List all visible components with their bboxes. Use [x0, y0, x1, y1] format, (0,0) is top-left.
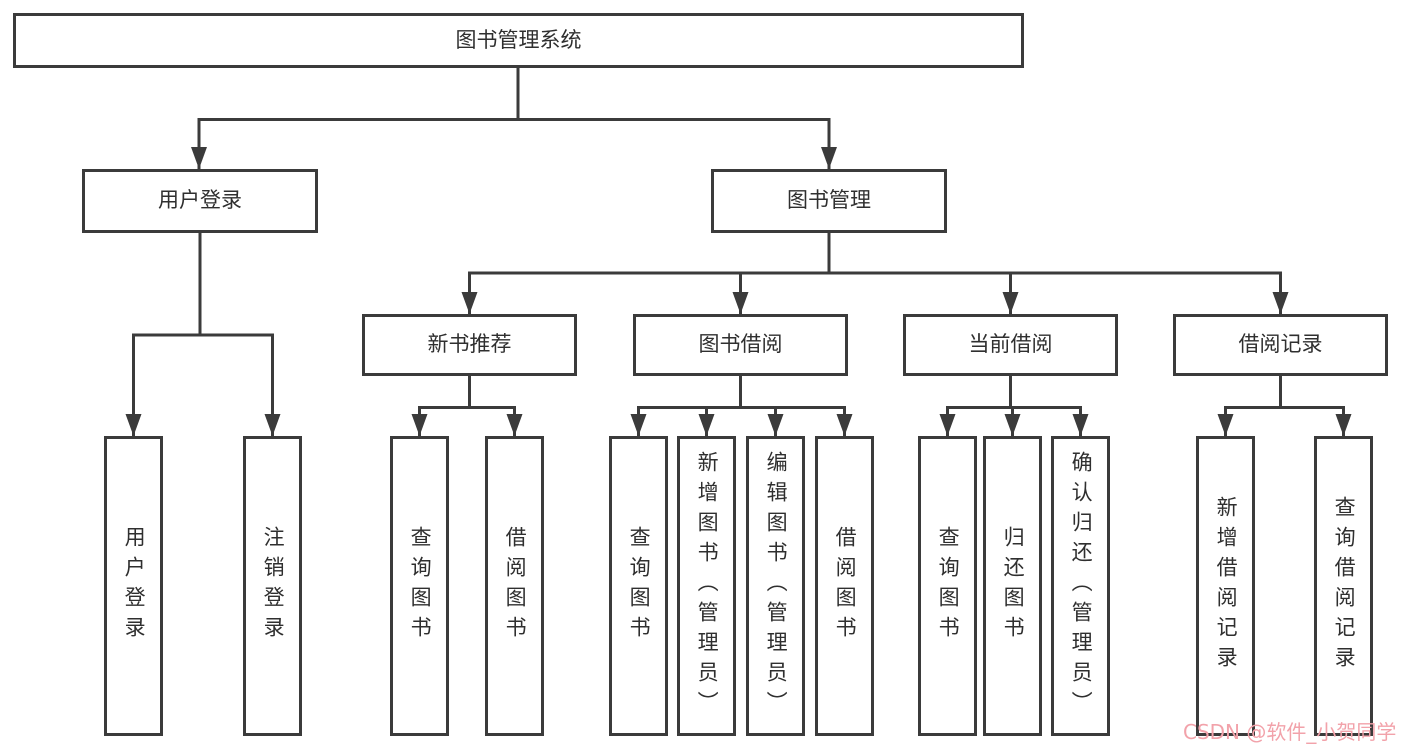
- leaf-current-confirm-return-admin: 确认归还（管理员）: [1051, 436, 1110, 736]
- node-book-management-label: 图书管理: [787, 188, 871, 213]
- leaf-label: 确认归还（管理员）: [1069, 451, 1094, 721]
- leaf-label: 用户登录: [122, 526, 147, 646]
- node-borrow-records: 借阅记录: [1173, 314, 1388, 376]
- leaf-label: 查询图书: [936, 526, 961, 646]
- leaf-label: 新增借阅记录: [1214, 496, 1239, 676]
- node-current-borrow-label: 当前借阅: [968, 332, 1053, 357]
- node-borrow-records-label: 借阅记录: [1238, 332, 1323, 357]
- node-new-book-recommend: 新书推荐: [362, 314, 577, 376]
- leaf-borrow-query-book: 查询图书: [609, 436, 668, 736]
- node-root: 图书管理系统: [13, 13, 1024, 68]
- node-book-management: 图书管理: [711, 169, 947, 233]
- node-user-login-label: 用户登录: [158, 188, 242, 213]
- leaf-label: 查询图书: [627, 526, 652, 646]
- leaf-label: 编辑图书（管理员）: [764, 451, 789, 721]
- node-root-label: 图书管理系统: [455, 27, 582, 52]
- leaf-label: 查询图书: [408, 526, 433, 646]
- leaf-records-query-record: 查询借阅记录: [1314, 436, 1373, 736]
- leaf-newbooks-query-book: 查询图书: [390, 436, 449, 736]
- leaf-user-login: 用户登录: [104, 436, 163, 736]
- leaf-records-add-record: 新增借阅记录: [1196, 436, 1255, 736]
- node-current-borrow: 当前借阅: [903, 314, 1118, 376]
- leaf-label: 借阅图书: [833, 526, 858, 646]
- leaf-borrow-edit-book-admin: 编辑图书（管理员）: [746, 436, 805, 736]
- node-book-borrow-label: 图书借阅: [698, 332, 783, 357]
- node-book-borrow: 图书借阅: [633, 314, 848, 376]
- leaf-label: 借阅图书: [503, 526, 528, 646]
- leaf-label: 注销登录: [261, 526, 286, 646]
- leaf-label: 归还图书: [1001, 526, 1026, 646]
- leaf-label: 查询借阅记录: [1332, 496, 1357, 676]
- node-new-book-recommend-label: 新书推荐: [427, 332, 512, 357]
- leaf-current-query-book: 查询图书: [918, 436, 977, 736]
- leaf-current-return-book: 归还图书: [983, 436, 1042, 736]
- leaf-borrow-add-book-admin: 新增图书（管理员）: [677, 436, 736, 736]
- leaf-logout: 注销登录: [243, 436, 302, 736]
- node-user-login: 用户登录: [82, 169, 318, 233]
- leaf-label: 新增图书（管理员）: [695, 451, 720, 721]
- leaf-borrow-borrow-book: 借阅图书: [815, 436, 874, 736]
- leaf-newbooks-borrow-book: 借阅图书: [485, 436, 544, 736]
